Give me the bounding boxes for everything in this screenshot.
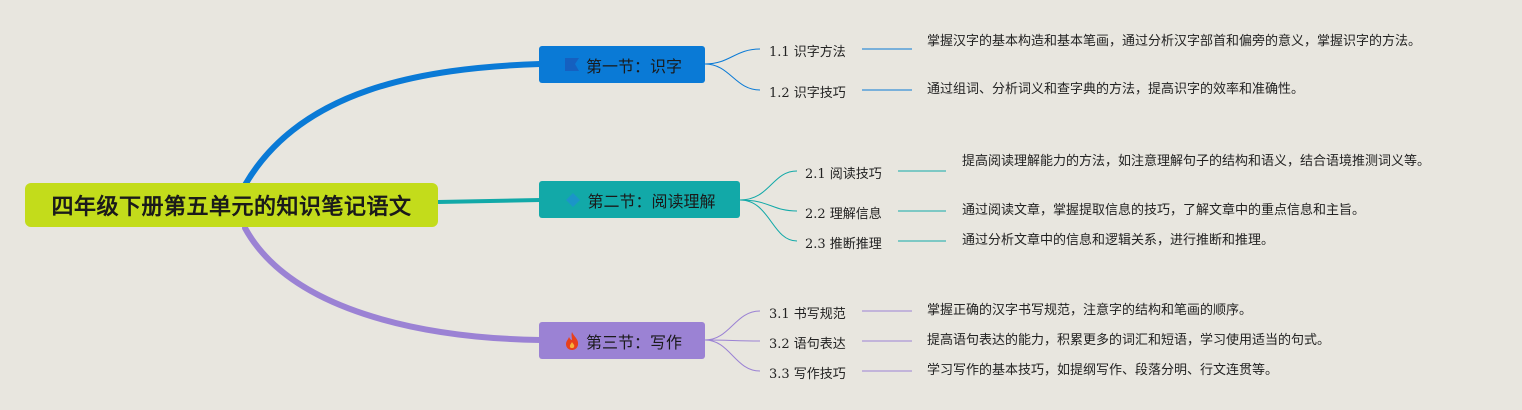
subtopic-3-1[interactable]: 3.1 书写规范 [769, 307, 846, 322]
section-3-node[interactable]: 第三节：写作 [539, 322, 705, 359]
desc-1-2: 通过组词、分析词义和查字典的方法，提高识字的效率和准确性。 [927, 82, 1305, 97]
diamond-icon [563, 190, 583, 210]
connector-3-3 [704, 339, 761, 372]
branch-section-1 [242, 61, 543, 188]
root-topic-label: 四年级下册第五单元的知识笔记语文 [51, 195, 412, 220]
section-2-label: 第二节：阅读理解 [587, 191, 716, 211]
flag-icon [562, 55, 582, 75]
connector-2-3 [739, 199, 798, 242]
subtopic-2-1[interactable]: 2.1 阅读技巧 [805, 167, 882, 182]
desc-1-1: 掌握汉字的基本构造和基本笔画，通过分析汉字部首和偏旁的意义，掌握识字的方法。 [927, 34, 1422, 49]
subtopic-3-3[interactable]: 3.3 写作技巧 [769, 367, 846, 382]
desc-2-3: 通过分析文章中的信息和逻辑关系，进行推断和推理。 [962, 233, 1275, 248]
subtopic-2-2[interactable]: 2.2 理解信息 [805, 207, 882, 222]
section-3-label: 第三节：写作 [585, 332, 682, 352]
connector-1-2 [704, 63, 761, 91]
desc-3-1: 掌握正确的汉字书写规范，注意字的结构和笔画的顺序。 [927, 303, 1253, 318]
subtopic-1-1[interactable]: 1.1 识字方法 [769, 45, 846, 60]
connector-3-1 [704, 310, 761, 341]
root-topic[interactable]: 四年级下册第五单元的知识笔记语文 [25, 183, 438, 227]
branch-section-3 [242, 225, 543, 343]
subtopic-3-2[interactable]: 3.2 语句表达 [769, 337, 846, 352]
section-2-node[interactable]: 第二节：阅读理解 [539, 181, 740, 218]
connector-2-1 [739, 170, 798, 201]
connector-2-2 [739, 199, 798, 212]
branch-section-2 [437, 198, 541, 204]
connector-3-2 [704, 339, 761, 342]
connector-1-1 [704, 48, 761, 65]
desc-3-2: 提高语句表达的能力，积累更多的词汇和短语，学习使用适当的句式。 [927, 333, 1331, 348]
desc-2-1: 提高阅读理解能力的方法，如注意理解句子的结构和语义，结合语境推测词义等。 [962, 154, 1431, 169]
section-1-label: 第一节：识字 [585, 56, 682, 76]
subtopic-2-3[interactable]: 2.3 推断推理 [805, 237, 882, 252]
desc-2-2: 通过阅读文章，掌握提取信息的技巧，了解文章中的重点信息和主旨。 [962, 203, 1366, 218]
fire-icon [562, 331, 582, 351]
subtopic-1-2[interactable]: 1.2 识字技巧 [769, 86, 846, 101]
section-1-node[interactable]: 第一节：识字 [539, 46, 705, 83]
desc-3-3: 学习写作的基本技巧，如提纲写作、段落分明、行文连贯等。 [927, 363, 1279, 378]
